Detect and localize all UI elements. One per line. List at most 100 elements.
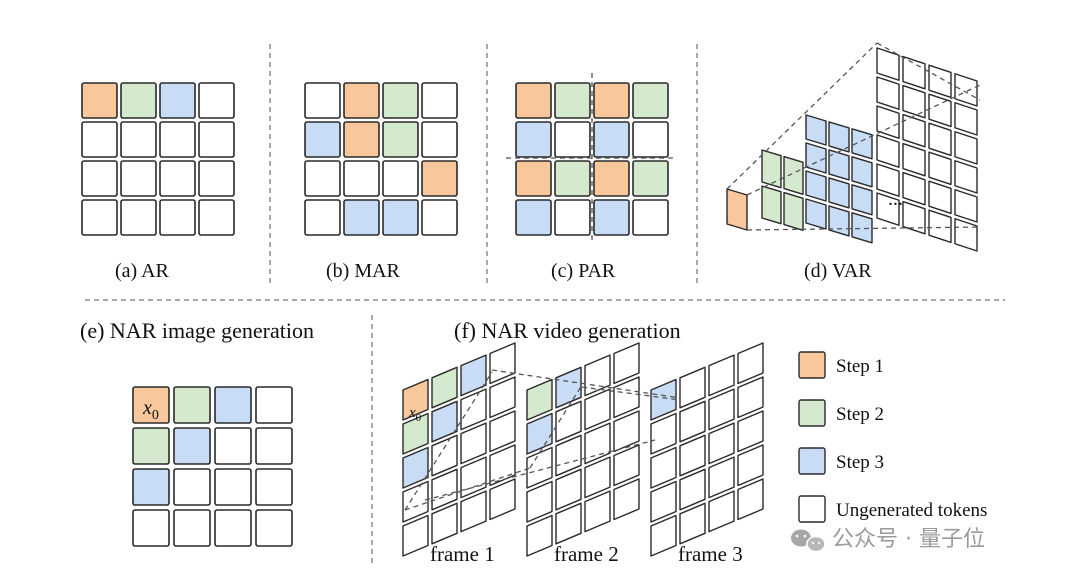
step2-token — [382, 121, 419, 158]
ungenerated-token — [173, 468, 211, 506]
step2-token — [132, 427, 170, 465]
ungenerated-token — [159, 160, 196, 197]
ungenerated-token — [159, 121, 196, 158]
step1-token — [515, 160, 552, 197]
step1-token — [402, 378, 429, 421]
ungenerated-token — [650, 412, 677, 455]
step3-token — [159, 82, 196, 119]
step1-token — [343, 82, 380, 119]
ungenerated-token — [214, 468, 252, 506]
video-frame-1 — [402, 342, 516, 557]
step2-token — [783, 191, 804, 232]
legend-swatch-step1 — [798, 351, 826, 379]
legend-label-ungenerated: Ungenerated tokens — [836, 500, 987, 521]
var-frustum-top — [726, 42, 878, 190]
ungenerated-token — [708, 388, 735, 431]
ungenerated-token — [173, 509, 211, 547]
ungenerated-token — [928, 64, 952, 99]
step3-token — [173, 427, 211, 465]
ungenerated-token — [928, 209, 952, 244]
step1-token — [726, 188, 748, 231]
ungenerated-token — [613, 478, 640, 521]
caption-mar: (b) MAR — [326, 260, 401, 282]
ungenerated-token — [954, 218, 978, 252]
ungenerated-token — [902, 171, 926, 206]
ungenerated-token — [584, 388, 611, 431]
ungenerated-token — [554, 121, 591, 158]
ungenerated-token — [402, 514, 429, 557]
ungenerated-token — [737, 444, 764, 487]
ungenerated-token — [954, 131, 978, 165]
watermark-text: 公众号 · 量子位 — [832, 527, 985, 552]
ungenerated-token — [679, 434, 706, 477]
step1-token — [593, 82, 630, 119]
legend-label-step3: Step 3 — [836, 452, 884, 473]
ungenerated-token — [555, 468, 582, 511]
ungenerated-token — [902, 55, 926, 90]
step2-token — [761, 185, 782, 225]
ungenerated-token — [928, 122, 952, 157]
step3-token — [851, 184, 873, 216]
ungenerated-token — [526, 446, 553, 489]
ungenerated-token — [214, 509, 252, 547]
legend-label-step2: Step 2 — [836, 404, 884, 425]
ungenerated-token — [81, 199, 118, 236]
var-frustum-back-top — [876, 42, 981, 101]
ungenerated-token — [460, 490, 487, 533]
ungenerated-token — [584, 490, 611, 533]
ungenerated-token — [120, 160, 157, 197]
ungenerated-token — [431, 434, 458, 477]
ungenerated-token — [81, 121, 118, 158]
step2-token — [632, 160, 669, 197]
ungenerated-token — [421, 199, 458, 236]
legend-swatch-step2 — [798, 399, 826, 427]
step1-token — [81, 82, 118, 119]
ungenerated-token — [737, 410, 764, 453]
step3-token — [214, 386, 252, 424]
panel-mar — [304, 82, 458, 236]
ungenerated-token — [460, 422, 487, 465]
caption-par: (c) PAR — [551, 260, 616, 282]
ungenerated-token — [214, 427, 252, 465]
step3-token — [526, 412, 553, 455]
ungenerated-token — [679, 502, 706, 545]
step3-token — [402, 446, 429, 489]
ungenerated-token — [613, 376, 640, 419]
legend-swatch-step3 — [798, 447, 826, 475]
ungenerated-token — [737, 376, 764, 419]
step1-token — [421, 160, 458, 197]
step3-token — [828, 205, 850, 237]
ungenerated-token — [431, 468, 458, 511]
watermark: 公众号 · 量子位 — [791, 527, 985, 553]
ungenerated-token — [928, 151, 952, 186]
step3-token — [805, 142, 827, 174]
ungenerated-token — [555, 434, 582, 477]
ungenerated-token — [489, 342, 516, 385]
ungenerated-token — [876, 192, 900, 226]
step1-token — [515, 82, 552, 119]
ungenerated-token — [120, 199, 157, 236]
step3-token — [132, 468, 170, 506]
ungenerated-token — [460, 456, 487, 499]
ungenerated-token — [876, 163, 900, 197]
ungenerated-token — [489, 376, 516, 419]
var-ellipsis: ... — [888, 188, 903, 210]
wechat-icon — [791, 529, 826, 553]
ungenerated-token — [876, 47, 900, 81]
ungenerated-token — [954, 73, 978, 107]
panel-var: ... — [726, 42, 981, 252]
ungenerated-token — [489, 478, 516, 521]
ungenerated-token — [421, 82, 458, 119]
step3-token — [382, 199, 419, 236]
ungenerated-token — [120, 121, 157, 158]
ungenerated-token — [613, 342, 640, 385]
caption-var: (d) VAR — [804, 260, 872, 282]
connector-top — [491, 369, 681, 399]
ungenerated-token — [708, 354, 735, 397]
ungenerated-token — [708, 422, 735, 465]
ungenerated-token — [876, 134, 900, 168]
ungenerated-token — [255, 468, 293, 506]
panel-ar — [81, 82, 235, 236]
step2-token — [402, 412, 429, 455]
